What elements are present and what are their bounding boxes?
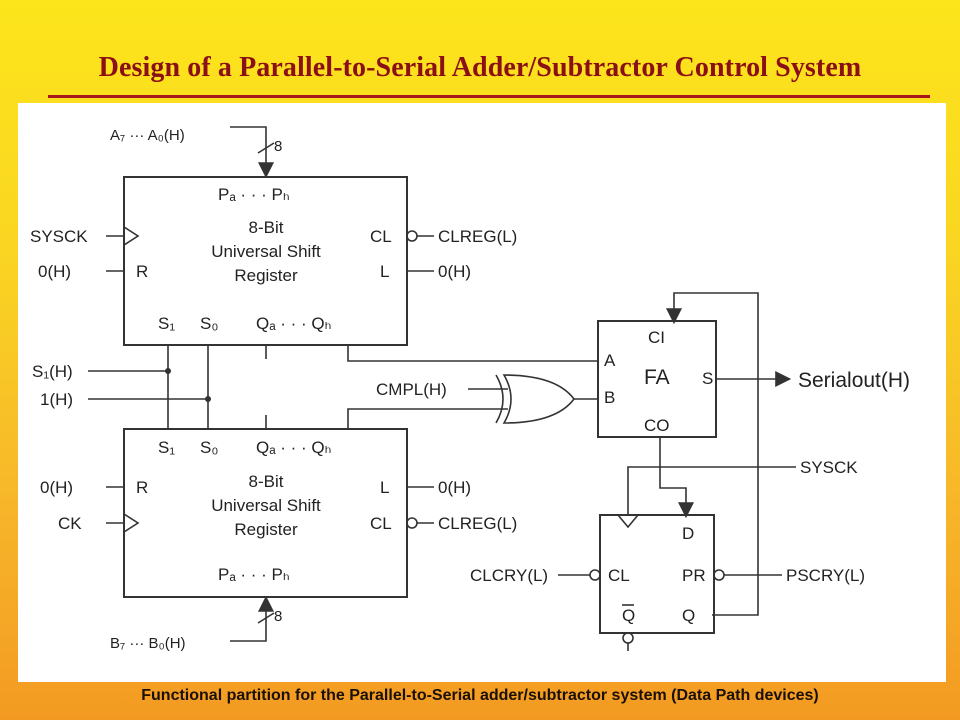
- top-q-pins: Qₐ · · · Qₕ: [256, 314, 332, 333]
- ff-preset-bubble: [713, 569, 725, 581]
- bottom-bus-input-label: B₇ ··· B₀(H): [110, 635, 186, 652]
- bottom-bus-wire: [230, 595, 274, 642]
- bottom-register-name-1: 8-Bit: [249, 472, 284, 491]
- ff-clear-bubble: [589, 569, 601, 581]
- top-s1-pin: S₁: [158, 314, 175, 333]
- top-bus-wire: [230, 126, 274, 179]
- fa-b-pin: B: [604, 388, 615, 407]
- cmpl-input: CMPL(H): [376, 380, 447, 399]
- fa-s-pin: S: [702, 369, 713, 388]
- top-register-name-1: 8-Bit: [249, 218, 284, 237]
- circuit-diagram: A₇ ··· A₀(H) 8 Pₐ · · · Pₕ 8-Bit Univers…: [30, 126, 910, 652]
- ff-clock-input: SYSCK: [800, 458, 858, 477]
- bottom-q-pins: Qₐ · · · Qₕ: [256, 438, 332, 457]
- bottom-clock-input: CK: [58, 514, 82, 533]
- ff-clock-triangle: [617, 514, 639, 529]
- bottom-clear-pin: CL: [370, 514, 392, 533]
- top-bus-slash: [257, 142, 275, 154]
- bottom-register-name-3: Register: [234, 520, 298, 539]
- bottom-s1-pin: S₁: [158, 438, 175, 457]
- top-load-pin: L: [380, 262, 389, 281]
- ff-clear-input: CLCRY(L): [470, 566, 548, 585]
- top-parallel-label: Pₐ · · · Pₕ: [218, 185, 290, 204]
- top-reset-input: 0(H): [38, 262, 71, 281]
- ff-q-pin: Q: [682, 606, 695, 625]
- one-control-input: 1(H): [40, 390, 73, 409]
- fa-ci-pin: CI: [648, 328, 665, 347]
- slide-caption: Functional partition for the Parallel-to…: [141, 687, 819, 704]
- top-bus-width: 8: [274, 138, 282, 155]
- title-underline: [48, 95, 930, 98]
- fa-co-pin: CO: [644, 416, 670, 435]
- bottom-clear-bubble: [406, 517, 418, 529]
- top-s0-pin: S₀: [200, 314, 218, 333]
- ff-pr-pin: PR: [682, 566, 706, 585]
- bottom-load-pin: L: [380, 478, 389, 497]
- top-clear-bubble: [406, 230, 418, 242]
- top-register-name-2: Universal Shift: [211, 242, 321, 261]
- serial-out-label: Serialout(H): [798, 369, 910, 392]
- top-load-input: 0(H): [438, 262, 471, 281]
- top-clock-triangle: [123, 226, 140, 246]
- bottom-load-input: 0(H): [438, 478, 471, 497]
- xor-gate-body: [502, 374, 576, 424]
- fa-a-pin: A: [604, 351, 616, 370]
- fa-name: FA: [644, 366, 670, 389]
- top-reset-pin: R: [136, 262, 148, 281]
- carry-feedback-wire: [666, 292, 759, 616]
- bottom-clock-triangle: [123, 513, 140, 533]
- ff-clock-wire: [627, 466, 796, 515]
- bottom-reset-pin: R: [136, 478, 148, 497]
- bottom-register-name-2: Universal Shift: [211, 496, 321, 515]
- top-register-name-3: Register: [234, 266, 298, 285]
- bottom-clear-input: CLREG(L): [438, 514, 517, 533]
- ff-d-pin: D: [682, 524, 694, 543]
- bottom-parallel-label: Pₐ · · · Pₕ: [218, 565, 290, 584]
- bottom-bus-width: 8: [274, 608, 282, 625]
- s0-junction: [205, 396, 211, 402]
- ff-qbar-bubble: [622, 632, 634, 644]
- xor-gate-input-arc: [495, 374, 504, 424]
- bottom-reset-input: 0(H): [40, 478, 73, 497]
- co-to-d-wire: [659, 437, 694, 519]
- ff-cl-pin: CL: [608, 566, 630, 585]
- diagram-panel: A₇ ··· A₀(H) 8 Pₐ · · · Pₕ 8-Bit Univers…: [18, 103, 946, 682]
- bottom-qh-to-xor-wire: [347, 408, 508, 429]
- bottom-bus-slash: [257, 612, 275, 624]
- bottom-s0-pin: S₀: [200, 438, 218, 457]
- top-clear-pin: CL: [370, 227, 392, 246]
- s1-control-input: S₁(H): [32, 362, 73, 381]
- top-clear-input: CLREG(L): [438, 227, 517, 246]
- top-bus-input-label: A₇ ··· A₀(H): [110, 127, 185, 144]
- slide-title: Design of a Parallel-to-Serial Adder/Sub…: [98, 52, 862, 83]
- ff-preset-input: PSCRY(L): [786, 566, 865, 585]
- top-clock-input: SYSCK: [30, 227, 88, 246]
- top-qh-to-fa-a-wire: [347, 345, 598, 362]
- s1-junction: [165, 368, 171, 374]
- ff-qbar-pin: Q: [622, 606, 635, 625]
